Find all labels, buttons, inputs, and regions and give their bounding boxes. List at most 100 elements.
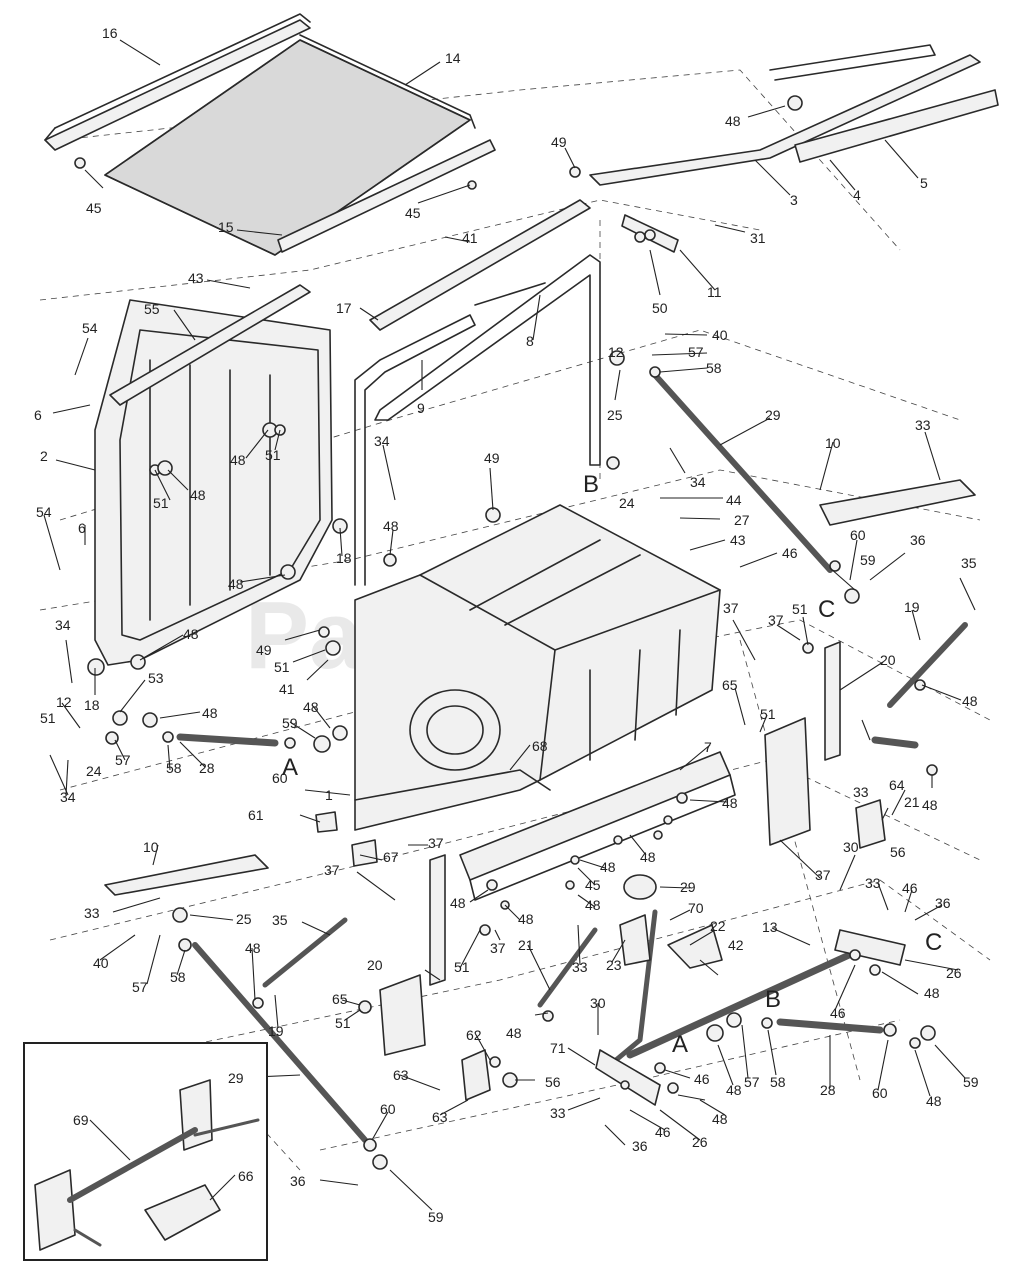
callout-71: 69	[73, 1112, 89, 1128]
callout-18: 18	[84, 697, 100, 713]
callout-18: 18	[336, 550, 352, 566]
callout-30: 29	[680, 879, 696, 895]
callout-61: 60	[850, 527, 866, 543]
part-29-rod-lower	[192, 942, 368, 1143]
callout-49: 48	[722, 795, 738, 811]
callout-22: 22	[710, 918, 726, 934]
callout-6: 6	[78, 520, 86, 536]
part-22-bracket	[667, 924, 723, 969]
callout-31: 31	[750, 230, 766, 246]
callout-33: 33	[84, 905, 100, 921]
callout-1: 1	[325, 787, 333, 803]
callout-2: 2	[40, 448, 48, 464]
callout-11: 11	[707, 284, 722, 300]
callout-17: 17	[336, 300, 352, 316]
callout-20: 20	[880, 652, 896, 668]
callout-13: 13	[762, 919, 778, 935]
callout-8: 8	[526, 333, 534, 349]
callout-67: 65	[332, 991, 348, 1007]
section-label-c-top: C	[818, 596, 835, 623]
callout-21: 21	[904, 794, 920, 810]
callout-4: 4	[853, 187, 861, 203]
part-9-frame	[354, 314, 476, 586]
callout-49: 48	[922, 797, 938, 813]
callout-60: 59	[963, 1074, 979, 1090]
callout-24: 24	[619, 495, 635, 511]
callout-38: 37	[490, 940, 506, 956]
part-28-rod-left	[176, 733, 279, 747]
callout-61: 60	[872, 1085, 888, 1101]
callout-19: 19	[904, 599, 920, 615]
callout-35: 33	[865, 875, 881, 891]
callout-49: 48	[245, 940, 261, 956]
callout-49: 48	[926, 1093, 942, 1109]
callout-20: 20	[367, 957, 383, 973]
callout-59: 58	[166, 760, 182, 776]
callout-37: 36	[632, 1138, 648, 1154]
callout-38: 37	[324, 862, 340, 878]
part-17-angle-bracket	[369, 199, 591, 331]
callout-38: 37	[815, 867, 831, 883]
callout-21: 21	[518, 937, 534, 953]
callout-40: 40	[93, 955, 109, 971]
callout-41: 41	[279, 681, 295, 697]
callout-10: 10	[143, 839, 159, 855]
callout-35: 33	[550, 1105, 566, 1121]
callout-34: 34	[690, 474, 706, 490]
callout-34: 34	[374, 433, 390, 449]
part-2-side-panel	[94, 299, 333, 666]
callout-numbers: 16 14 49 48 3 4 5 45 45 41 15 31 43 11 5…	[34, 25, 979, 1225]
callout-37: 36	[910, 532, 926, 548]
hardware-fasteners	[74, 95, 938, 1170]
callout-60: 59	[860, 552, 876, 568]
callout-58: 57	[115, 752, 131, 768]
callout-49: 48	[228, 576, 244, 592]
callout-12: 12	[608, 344, 624, 360]
callout-37: 36	[290, 1173, 306, 1189]
callout-53: 51	[335, 1015, 351, 1031]
callout-60: 59	[428, 1209, 444, 1225]
callout-12: 12	[56, 694, 72, 710]
part-10-bracket-upper	[819, 479, 976, 526]
callout-58: 57	[132, 979, 148, 995]
section-label-a-bottom: A	[672, 1031, 688, 1058]
callout-57: 56	[545, 1074, 561, 1090]
callout-36: 35	[961, 555, 977, 571]
callout-49: 48	[506, 1025, 522, 1041]
callout-66: 64	[889, 777, 905, 793]
part-19-rod-right	[887, 622, 968, 708]
part-20-post-right	[764, 641, 841, 846]
part-13-shaft	[626, 929, 906, 1059]
callout-27: 27	[734, 512, 750, 528]
callout-43: 43	[188, 270, 204, 286]
callout-60: 59	[282, 715, 298, 731]
callout-54: 53	[148, 670, 164, 686]
part-69-plate	[351, 839, 378, 867]
callout-49: 48	[585, 897, 601, 913]
callout-58: 57	[688, 344, 704, 360]
callout-42: 44	[726, 492, 742, 508]
part-28-rod-right	[776, 1018, 884, 1034]
callout-leaders	[43, 39, 976, 1211]
callout-46: 46	[694, 1071, 710, 1087]
callout-49: 48	[725, 113, 741, 129]
section-label-a-left: A	[282, 754, 298, 781]
callout-25: 25	[236, 911, 252, 927]
callout-49: 48	[183, 626, 199, 642]
callout-61: 60	[272, 770, 288, 786]
callout-50: 49	[256, 642, 272, 658]
callout-49: 48	[230, 452, 246, 468]
callout-28: 28	[199, 760, 215, 776]
callout-36: 35	[272, 912, 288, 928]
callout-15: 15	[218, 219, 234, 235]
callout-44: 42	[728, 937, 744, 953]
callout-51: 50	[652, 300, 668, 316]
callout-49: 48	[450, 895, 466, 911]
callout-33: 33	[853, 784, 869, 800]
callout-53: 51	[792, 601, 808, 617]
callout-68: 66	[238, 1168, 254, 1184]
callout-49: 48	[190, 487, 206, 503]
callout-64: 62	[466, 1027, 482, 1043]
part-21-rod-left	[537, 927, 598, 1008]
callout-59: 58	[706, 360, 722, 376]
